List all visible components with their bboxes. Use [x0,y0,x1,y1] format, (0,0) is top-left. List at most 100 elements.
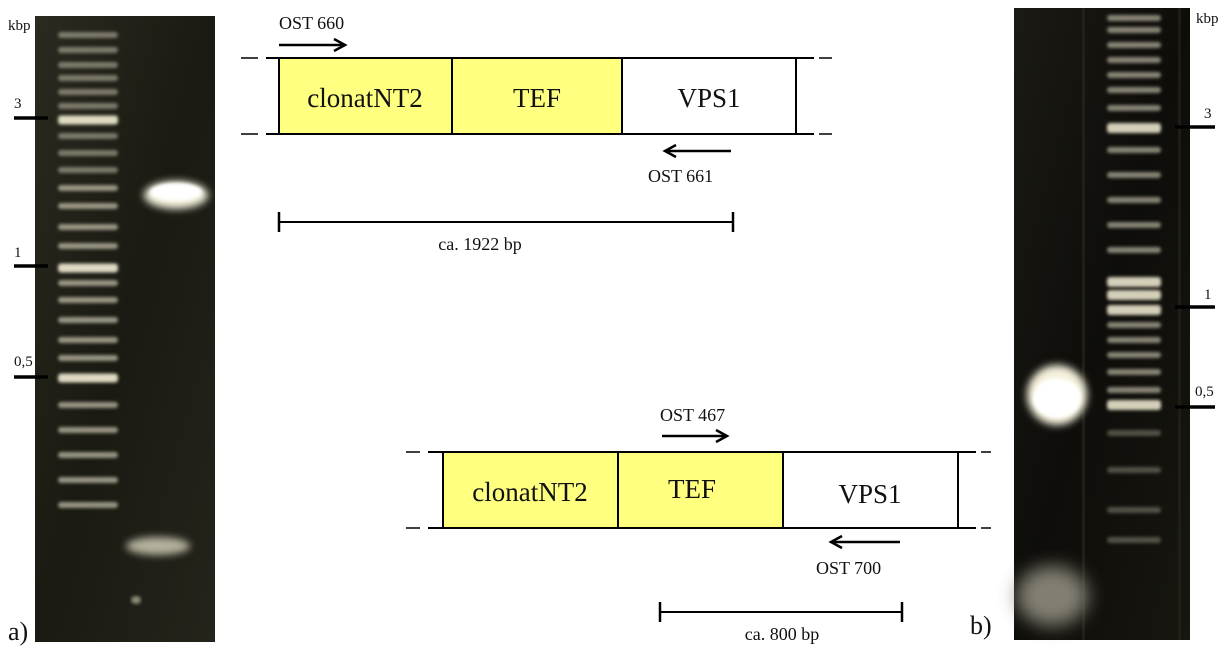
gel-a-ladder-band [58,115,118,125]
construct-bottom-segment-tef [617,451,784,529]
gel-a-ladder-band [58,280,118,286]
gel-b-ladder-band [1107,290,1161,300]
gel-b-ladder-band [1107,123,1161,133]
construct-top-reverse-arrowhead [662,143,677,159]
gel-a-marker-3-label: 3 [14,96,22,112]
construct-top-segment-tef [451,57,623,135]
construct-top-forward-primer-label: OST 660 [279,13,344,33]
gel-a-ladder-band [58,337,118,343]
gel-b-lane-streak [1082,8,1085,640]
gel-a-spot [131,596,141,604]
gel-a-ladder-band [58,203,118,209]
construct-top-segment-vps1 [621,57,797,135]
construct-top-product-size: ca. 1922 bp [438,234,521,254]
gel-a-markers: 3 1 0,5 [14,96,48,379]
gel-a-ladder-band [58,167,118,173]
gel-a-unit-label: kbp [8,18,31,34]
gel-b-ladder-band [1107,57,1161,63]
gel-a-ladder-band [58,477,118,483]
gel-b-ladder-band [1107,467,1161,473]
gel-a-ladder-band [58,317,118,323]
construct-top-reverse-primer-label: OST 661 [648,166,713,186]
gel-a-primer-band [126,537,190,555]
gel-b-primer-blob [1016,566,1088,626]
gel-a-ladder-band [58,243,118,249]
gel-b-lane-streak-right [1178,8,1181,640]
gel-a-ladder-band [58,62,118,68]
gel-a-ladder-band [58,402,118,408]
gel-a-ladder-band [58,373,118,383]
gel-b-ladder-band [1107,387,1161,393]
construct-top-label-vps1: VPS1 [677,83,740,113]
gel-b-ladder-band [1107,322,1161,328]
gel-a-ladder-band [58,103,118,109]
gel-b-unit-label: kbp [1196,11,1219,27]
construct-top-label-clonatnt2: clonatNT2 [307,83,422,113]
gel-b-ladder-band [1107,172,1161,178]
gel-a-ladder-band [58,47,118,53]
gel-b-ladder-band [1107,147,1161,153]
gel-b-marker-05-label: 0,5 [1195,384,1214,400]
gel-a-ladder-band [58,75,118,81]
construct-top-forward-arrowhead [333,37,348,53]
gel-a-ladder-band [58,355,118,361]
gel-a-ladder-band [58,32,118,38]
gel-a-ladder-band [58,150,118,156]
gel-b-marker-3-label: 3 [1204,106,1212,122]
gel-a-marker-1-label: 1 [14,245,22,261]
construct-bottom: clonatNT2 TEF VPS1 OST 467 OST 700 ca. 8… [406,405,991,644]
gel-b-ladder-band [1107,537,1161,543]
gel-a-ladder-band [58,224,118,230]
panel-b-label: b) [970,611,992,640]
construct-bottom-label-clonatnt2: clonatNT2 [472,477,587,507]
gel-b-ladder-band [1107,352,1161,358]
gel-a-sample-band-core [150,183,202,201]
gel-a-ladder-band [58,297,118,303]
gel-b-ladder-band [1107,42,1161,48]
gel-a-ladder-band [58,133,118,139]
construct-bottom-label-vps1: VPS1 [838,479,901,509]
gel-b [1014,8,1190,640]
gel-b-ladder-band [1107,305,1161,315]
gel-b-ladder-band [1107,222,1161,228]
gel-b-ladder-band [1107,369,1161,375]
gel-b-ladder-band [1107,507,1161,513]
gel-a-ladder [58,32,118,508]
gel-a-ladder-band [58,185,118,191]
gel-b-ladder-band [1107,15,1161,21]
construct-bottom-forward-primer-label: OST 467 [660,405,725,425]
gel-b-background [1014,8,1190,640]
construct-bottom-reverse-arrowhead [828,534,843,550]
gel-a-marker-05-label: 0,5 [14,354,33,370]
gel-b-ladder-band [1107,27,1161,33]
construct-bottom-reverse-primer-label: OST 700 [816,558,881,578]
construct-bottom-segment-vps1 [782,451,959,529]
gel-b-ladder-band [1107,400,1161,410]
gel-a-ladder-band [58,263,118,273]
gel-b-ladder-band [1107,197,1161,203]
gel-b-ladder-band [1107,105,1161,111]
gel-a-ladder-band [58,452,118,458]
gel-a [35,16,215,642]
construct-top: clonatNT2 TEF VPS1 OST 660 OST 661 ca. 1… [241,13,832,254]
panel-a-label: a) [8,617,28,646]
gel-b-ladder-band [1107,72,1161,78]
gel-b-sample-band [1033,378,1081,418]
gel-b-ladder-band [1107,87,1161,93]
gel-b-ladder-band [1107,430,1161,436]
gel-b-ladder-band [1107,277,1161,287]
gel-b-ladder-band [1107,337,1161,343]
gel-a-ladder-band [58,502,118,508]
construct-top-label-tef: TEF [513,83,561,113]
gel-b-markers: 3 1 0,5 [1175,106,1215,409]
construct-top-segment-clonatnt2 [278,57,453,135]
gel-b-marker-1-label: 1 [1204,287,1212,303]
construct-bottom-product-size: ca. 800 bp [745,624,819,644]
gel-b-ladder-band [1107,247,1161,253]
gel-a-ladder-band [58,427,118,433]
gel-b-ladder [1107,15,1161,543]
construct-bottom-forward-arrowhead [715,428,730,444]
gel-a-ladder-band [58,89,118,95]
